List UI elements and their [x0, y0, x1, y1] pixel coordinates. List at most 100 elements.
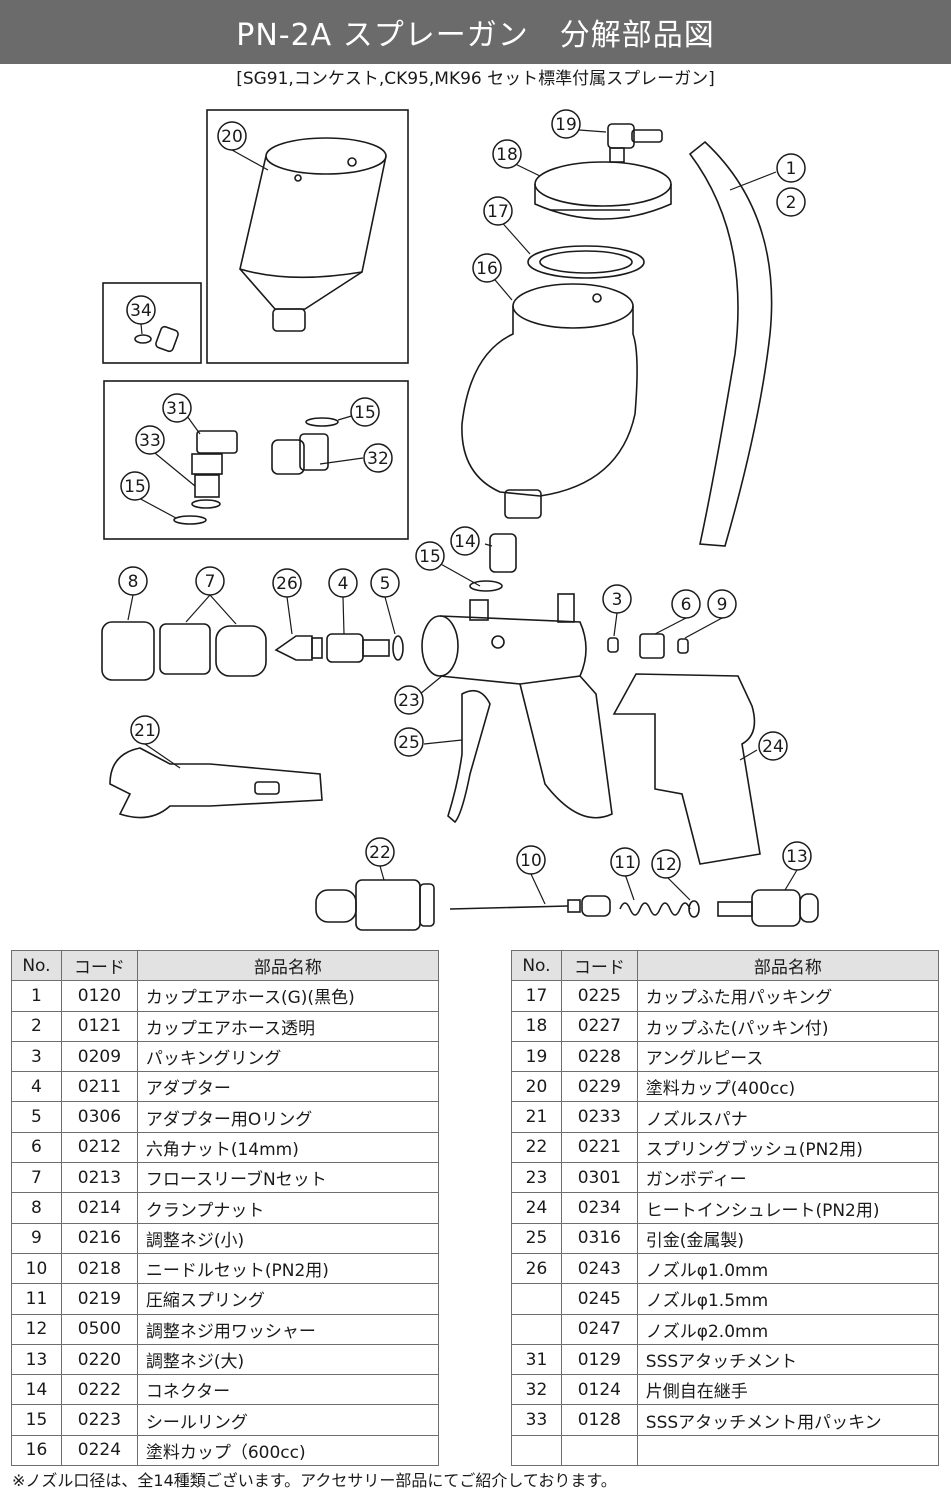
- part-32-swivel-joint: [271, 417, 339, 475]
- col-header-code: コード: [560, 949, 638, 982]
- cell-no: 21: [511, 1101, 562, 1133]
- callout-circle: [415, 541, 445, 571]
- cell-no: 31: [511, 1343, 562, 1376]
- callout-circle: [776, 153, 806, 183]
- page-title-bar: PN-2A スプレーガン 分解部品図: [0, 0, 951, 64]
- cell-no: 20: [511, 1071, 562, 1103]
- callout-circle: [776, 187, 806, 217]
- callout-circle: [782, 841, 812, 871]
- callout-circle: [120, 471, 150, 501]
- callout-circle: [394, 685, 424, 715]
- cell-code: 0214: [60, 1192, 138, 1224]
- cell-no: 14: [11, 1374, 62, 1406]
- part-16-cup: [461, 283, 638, 519]
- cell-code: 0212: [60, 1131, 138, 1164]
- part-9-adjust-screw-small: [677, 638, 689, 654]
- callout-label: 2: [786, 193, 797, 213]
- part-7-flow-sleeve: [159, 623, 267, 677]
- cell-no: 25: [511, 1222, 562, 1254]
- callout-label: 16: [476, 259, 498, 279]
- cell-code: 0120: [60, 980, 138, 1012]
- cell-no: 2: [11, 1010, 62, 1042]
- cell-name: カップエアホース(G)(黒色): [136, 980, 440, 1012]
- part-18-cup-lid: [534, 161, 672, 220]
- callout-circle: [272, 568, 302, 598]
- part-17-lid-packing: [527, 245, 645, 279]
- callout-circle: [365, 837, 395, 867]
- callout-circle: [217, 121, 247, 151]
- footnote: ※ノズル口径は、全14種類ございます。アクセサリー部品にてご紹介しております。: [12, 1471, 617, 1490]
- callout-circle: [602, 584, 632, 614]
- cell-code: 0306: [60, 1101, 138, 1133]
- cell-code: 0221: [560, 1131, 638, 1164]
- cell-name: コネクター: [136, 1374, 440, 1406]
- part-14-connector: [489, 533, 517, 573]
- cell-name: ヒートインシュレート(PN2用): [636, 1192, 940, 1224]
- callout-label: 24: [762, 737, 784, 757]
- col-header-no: No.: [511, 949, 562, 982]
- cell-name: 調整ネジ(大): [136, 1343, 440, 1376]
- cell-code: 0245: [560, 1283, 638, 1315]
- cell-no: 33: [511, 1404, 562, 1436]
- cell-name: ニードルセット(PN2用): [136, 1252, 440, 1285]
- cell-code: 0211: [60, 1071, 138, 1103]
- cell-code: 0216: [60, 1222, 138, 1254]
- part-25-trigger: [447, 689, 491, 824]
- cell-code: 0124: [560, 1374, 638, 1406]
- part-22-spring-bush: [315, 879, 435, 931]
- part-24-heat-insulator: [612, 673, 761, 865]
- cell-code: 0222: [60, 1374, 138, 1406]
- callout-label: 22: [369, 843, 391, 863]
- cell-code: 0223: [60, 1404, 138, 1436]
- callout-label: 15: [354, 403, 376, 423]
- callout-label: 7: [205, 572, 216, 592]
- callout-circle: [758, 731, 788, 761]
- callout-label: 9: [717, 595, 728, 615]
- cell-no: [511, 1313, 562, 1345]
- callout-label: 23: [398, 691, 420, 711]
- cell-no: 6: [11, 1131, 62, 1164]
- callout-circle: [651, 849, 681, 879]
- cell-no: 8: [11, 1192, 62, 1224]
- cell-no: 7: [11, 1162, 62, 1194]
- cell-name: パッキングリング: [136, 1040, 440, 1073]
- part-3-packing-ring: [607, 637, 619, 653]
- callout-label: 33: [139, 431, 161, 451]
- callout-circle: [126, 295, 156, 325]
- cell-no: 3: [11, 1040, 62, 1073]
- callout-label: 32: [367, 449, 389, 469]
- cell-no: 24: [511, 1192, 562, 1224]
- cell-name: [636, 1434, 940, 1467]
- callout-label: 18: [496, 145, 518, 165]
- cell-no: 11: [11, 1283, 62, 1315]
- cell-name: ガンボディー: [636, 1162, 940, 1194]
- callout-label: 17: [487, 202, 509, 222]
- col-header-code: コード: [60, 949, 138, 982]
- cell-code: 0233: [560, 1101, 638, 1133]
- cell-name: 六角ナット(14mm): [136, 1131, 440, 1164]
- cell-name: シールリング: [136, 1404, 440, 1436]
- callout-circle: [328, 568, 358, 598]
